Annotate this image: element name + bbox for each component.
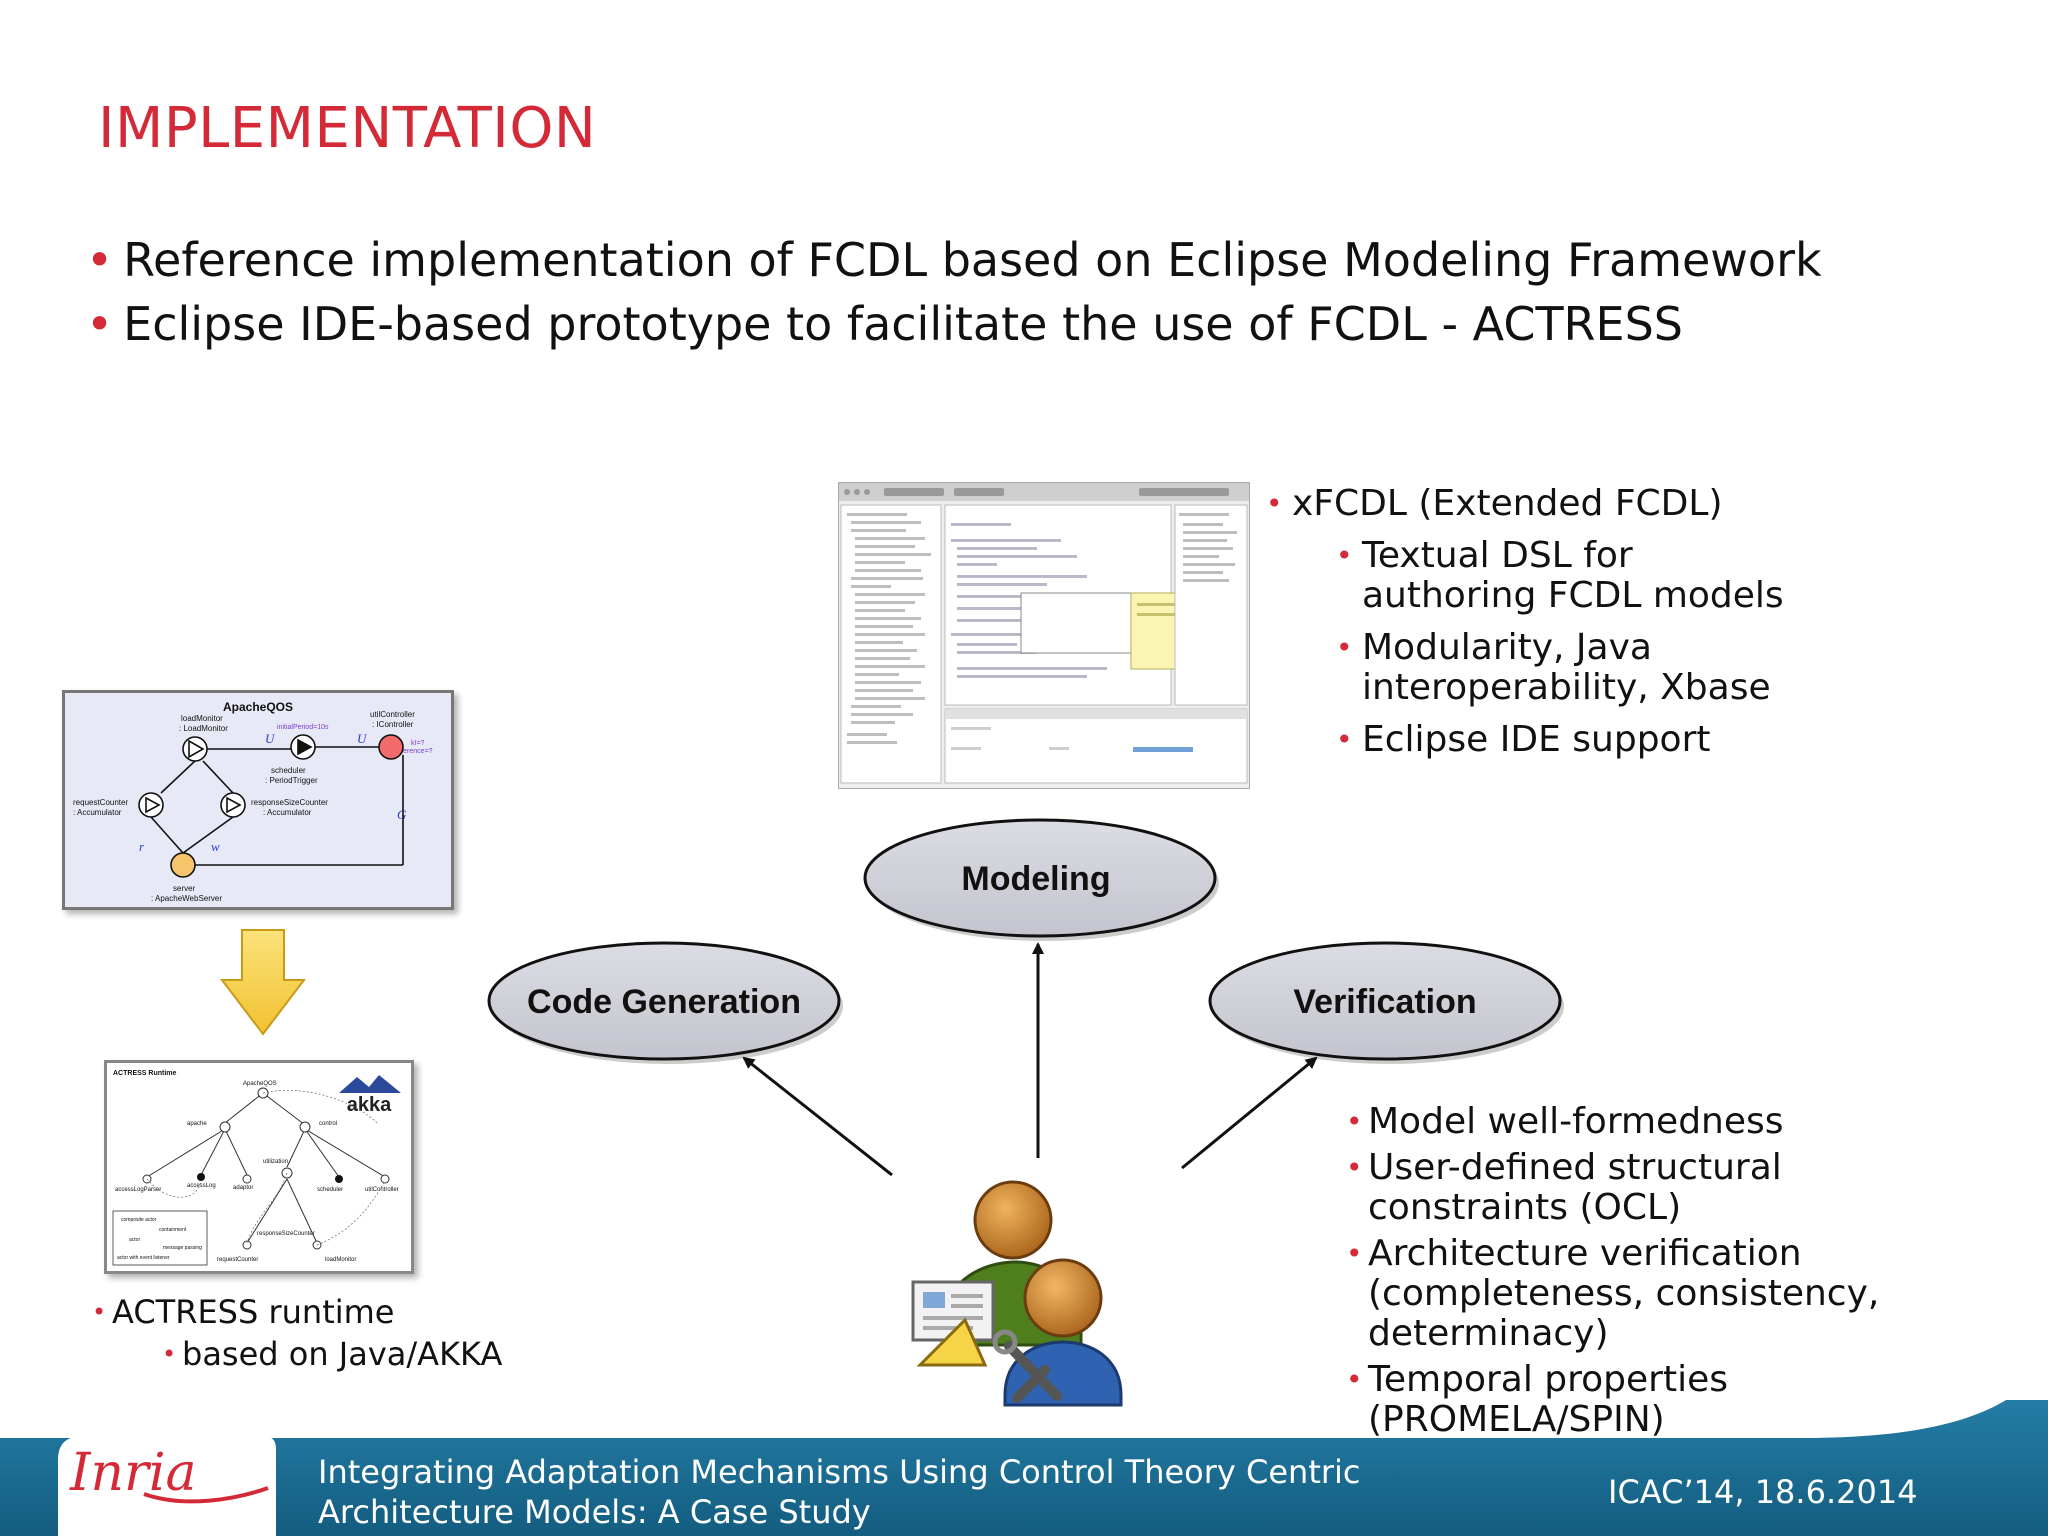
svg-text:: LoadMonitor: : LoadMonitor	[179, 724, 228, 733]
akka-logo: akka	[339, 1075, 401, 1116]
akka-diagram-title: ACTRESS Runtime	[113, 1070, 177, 1077]
svg-text:akka: akka	[347, 1094, 392, 1116]
svg-text:apache: apache	[187, 1121, 207, 1127]
apache-qos-title: ApacheQOS	[223, 700, 293, 714]
svg-text:loadMonitor: loadMonitor	[325, 1257, 356, 1263]
svg-text:: ApacheWebServer: : ApacheWebServer	[151, 894, 222, 903]
svg-text:scheduler: scheduler	[317, 1187, 343, 1193]
svg-text:: IController: : IController	[372, 720, 414, 729]
svg-text:message passing: message passing	[163, 1245, 202, 1251]
svg-text:scheduler: scheduler	[271, 766, 306, 775]
architecture-diagram: Modeling Code Generation Verification	[487, 818, 1564, 1177]
svg-text:requestCounter: requestCounter	[73, 798, 128, 807]
akka-runtime-diagram: ACTRESS Runtime akka ApacheQOS apache co…	[104, 1060, 414, 1274]
svg-text:requestCounter: requestCounter	[217, 1257, 258, 1263]
xfcdl-item: •Textual DSL for authoring FCDL models	[1336, 535, 1784, 616]
bullet-dot-icon: •	[1336, 631, 1353, 664]
svg-text:w: w	[211, 839, 220, 854]
svg-text:control: control	[319, 1121, 337, 1127]
eclipse-ide-screenshot	[838, 482, 1250, 789]
verification-ellipse: Verification	[1208, 941, 1564, 1064]
svg-text:ApacheQOS: ApacheQOS	[243, 1081, 277, 1087]
inria-logo: Inria	[64, 1434, 274, 1514]
bullet-dot-icon: •	[1346, 1363, 1363, 1396]
svg-text:kI=?: kI=?	[411, 740, 425, 747]
bullet-dot-icon: •	[1336, 723, 1353, 756]
svg-text:accessLogParser: accessLogParser	[115, 1187, 161, 1193]
svg-text:adaptor: adaptor	[233, 1185, 253, 1191]
footer-band	[0, 1400, 2048, 1536]
bullet-dot-icon: •	[1346, 1105, 1363, 1138]
verification-item: •User-defined structural constraints (OC…	[1346, 1147, 1782, 1228]
svg-text:Inria: Inria	[69, 1443, 197, 1503]
bullet-dot-icon: •	[86, 233, 114, 287]
akka-runtime-image: ACTRESS Runtime akka ApacheQOS apache co…	[112, 1070, 401, 1266]
apache-qos-image: ApacheQOS loadMonitor : LoadMonitor util…	[73, 700, 433, 903]
verification-item: •Architecture verification (completeness…	[1346, 1233, 1880, 1354]
users-icon	[911, 1180, 1123, 1407]
bullet-dot-icon: •	[1266, 487, 1283, 520]
svg-text:composite actor: composite actor	[121, 1217, 157, 1223]
svg-text:responseSizeCounter: responseSizeCounter	[257, 1231, 315, 1237]
eclipse-ide-image	[839, 483, 1249, 784]
runtime-sub: •based on Java/AKKA	[162, 1335, 503, 1373]
svg-text:responseSizeCounter: responseSizeCounter	[251, 798, 328, 807]
inria-logo-image: Inria	[69, 1443, 269, 1504]
svg-text:utilController: utilController	[370, 710, 415, 719]
arrow-to-code-generation	[742, 1056, 893, 1177]
bullet-dot-icon: •	[1346, 1151, 1363, 1184]
bullet-dot-icon: •	[162, 1340, 177, 1368]
main-bullet: •Reference implementation of FCDL based …	[86, 233, 1822, 287]
svg-text:containment: containment	[159, 1227, 187, 1233]
svg-text:r: r	[139, 839, 145, 854]
arrow-to-verification	[1181, 1056, 1318, 1170]
xfcdl-item: •Modularity, Java interoperability, Xbas…	[1336, 627, 1771, 708]
svg-text:: Accumulator: : Accumulator	[73, 808, 122, 817]
verification-label: Verification	[1293, 983, 1476, 1021]
xfcdl-section: •xFCDL (Extended FCDL) •Textual DSL for …	[1266, 484, 1826, 760]
down-arrow-icon	[219, 929, 307, 1036]
svg-text:U: U	[265, 731, 276, 746]
svg-text:G: G	[397, 807, 407, 822]
svg-text:: PeriodTrigger: : PeriodTrigger	[265, 776, 318, 785]
svg-text:server: server	[173, 884, 196, 893]
svg-text:actor: actor	[129, 1237, 140, 1243]
tools-icon	[1004, 1341, 1062, 1403]
slide-title: IMPLEMENTATION	[98, 96, 597, 161]
bullet-dot-icon: •	[86, 297, 114, 351]
svg-text:reference=?: reference=?	[395, 748, 433, 755]
bullet-dot-icon: •	[1346, 1237, 1363, 1270]
svg-text:loadMonitor: loadMonitor	[181, 714, 223, 723]
bullet-dot-icon: •	[92, 1298, 107, 1326]
modeling-ellipse: Modeling	[863, 818, 1219, 941]
bullet-dot-icon: •	[1336, 539, 1353, 572]
svg-text:: Accumulator: : Accumulator	[263, 808, 312, 817]
svg-text:accessLog: accessLog	[187, 1183, 216, 1189]
main-bullet-list: •Reference implementation of FCDL based …	[86, 228, 1822, 356]
svg-text:initialPeriod=10s: initialPeriod=10s	[277, 724, 329, 731]
svg-text:actor with event listener: actor with event listener	[117, 1255, 170, 1261]
footer-conference: ICAC’14, 18.6.2014	[1608, 1473, 1918, 1511]
runtime-section: •ACTRESS runtime •based on Java/AKKA	[92, 1292, 552, 1374]
xfcdl-item: •Eclipse IDE support	[1336, 719, 1711, 760]
verification-item: •Model well-formedness	[1346, 1101, 1784, 1142]
footer-title: Integrating Adaptation Mechanisms Using …	[318, 1453, 1361, 1531]
code-generation-label: Code Generation	[527, 983, 801, 1021]
svg-text:U: U	[357, 731, 368, 746]
svg-text:utilization: utilization	[263, 1159, 288, 1165]
svg-text:utilController: utilController	[365, 1187, 399, 1193]
main-bullet: •Eclipse IDE-based prototype to facilita…	[86, 297, 1683, 351]
code-generation-ellipse: Code Generation	[487, 941, 843, 1064]
verification-item: •Temporal properties (PROMELA/SPIN)	[1346, 1359, 1728, 1440]
runtime-heading: •ACTRESS runtime	[92, 1293, 395, 1331]
verification-section: •Model well-formedness •User-defined str…	[1346, 1102, 2036, 1440]
xfcdl-heading: •xFCDL (Extended FCDL)	[1266, 483, 1723, 524]
apache-qos-diagram: ApacheQOS loadMonitor : LoadMonitor util…	[62, 690, 454, 910]
modeling-label: Modeling	[961, 860, 1110, 898]
